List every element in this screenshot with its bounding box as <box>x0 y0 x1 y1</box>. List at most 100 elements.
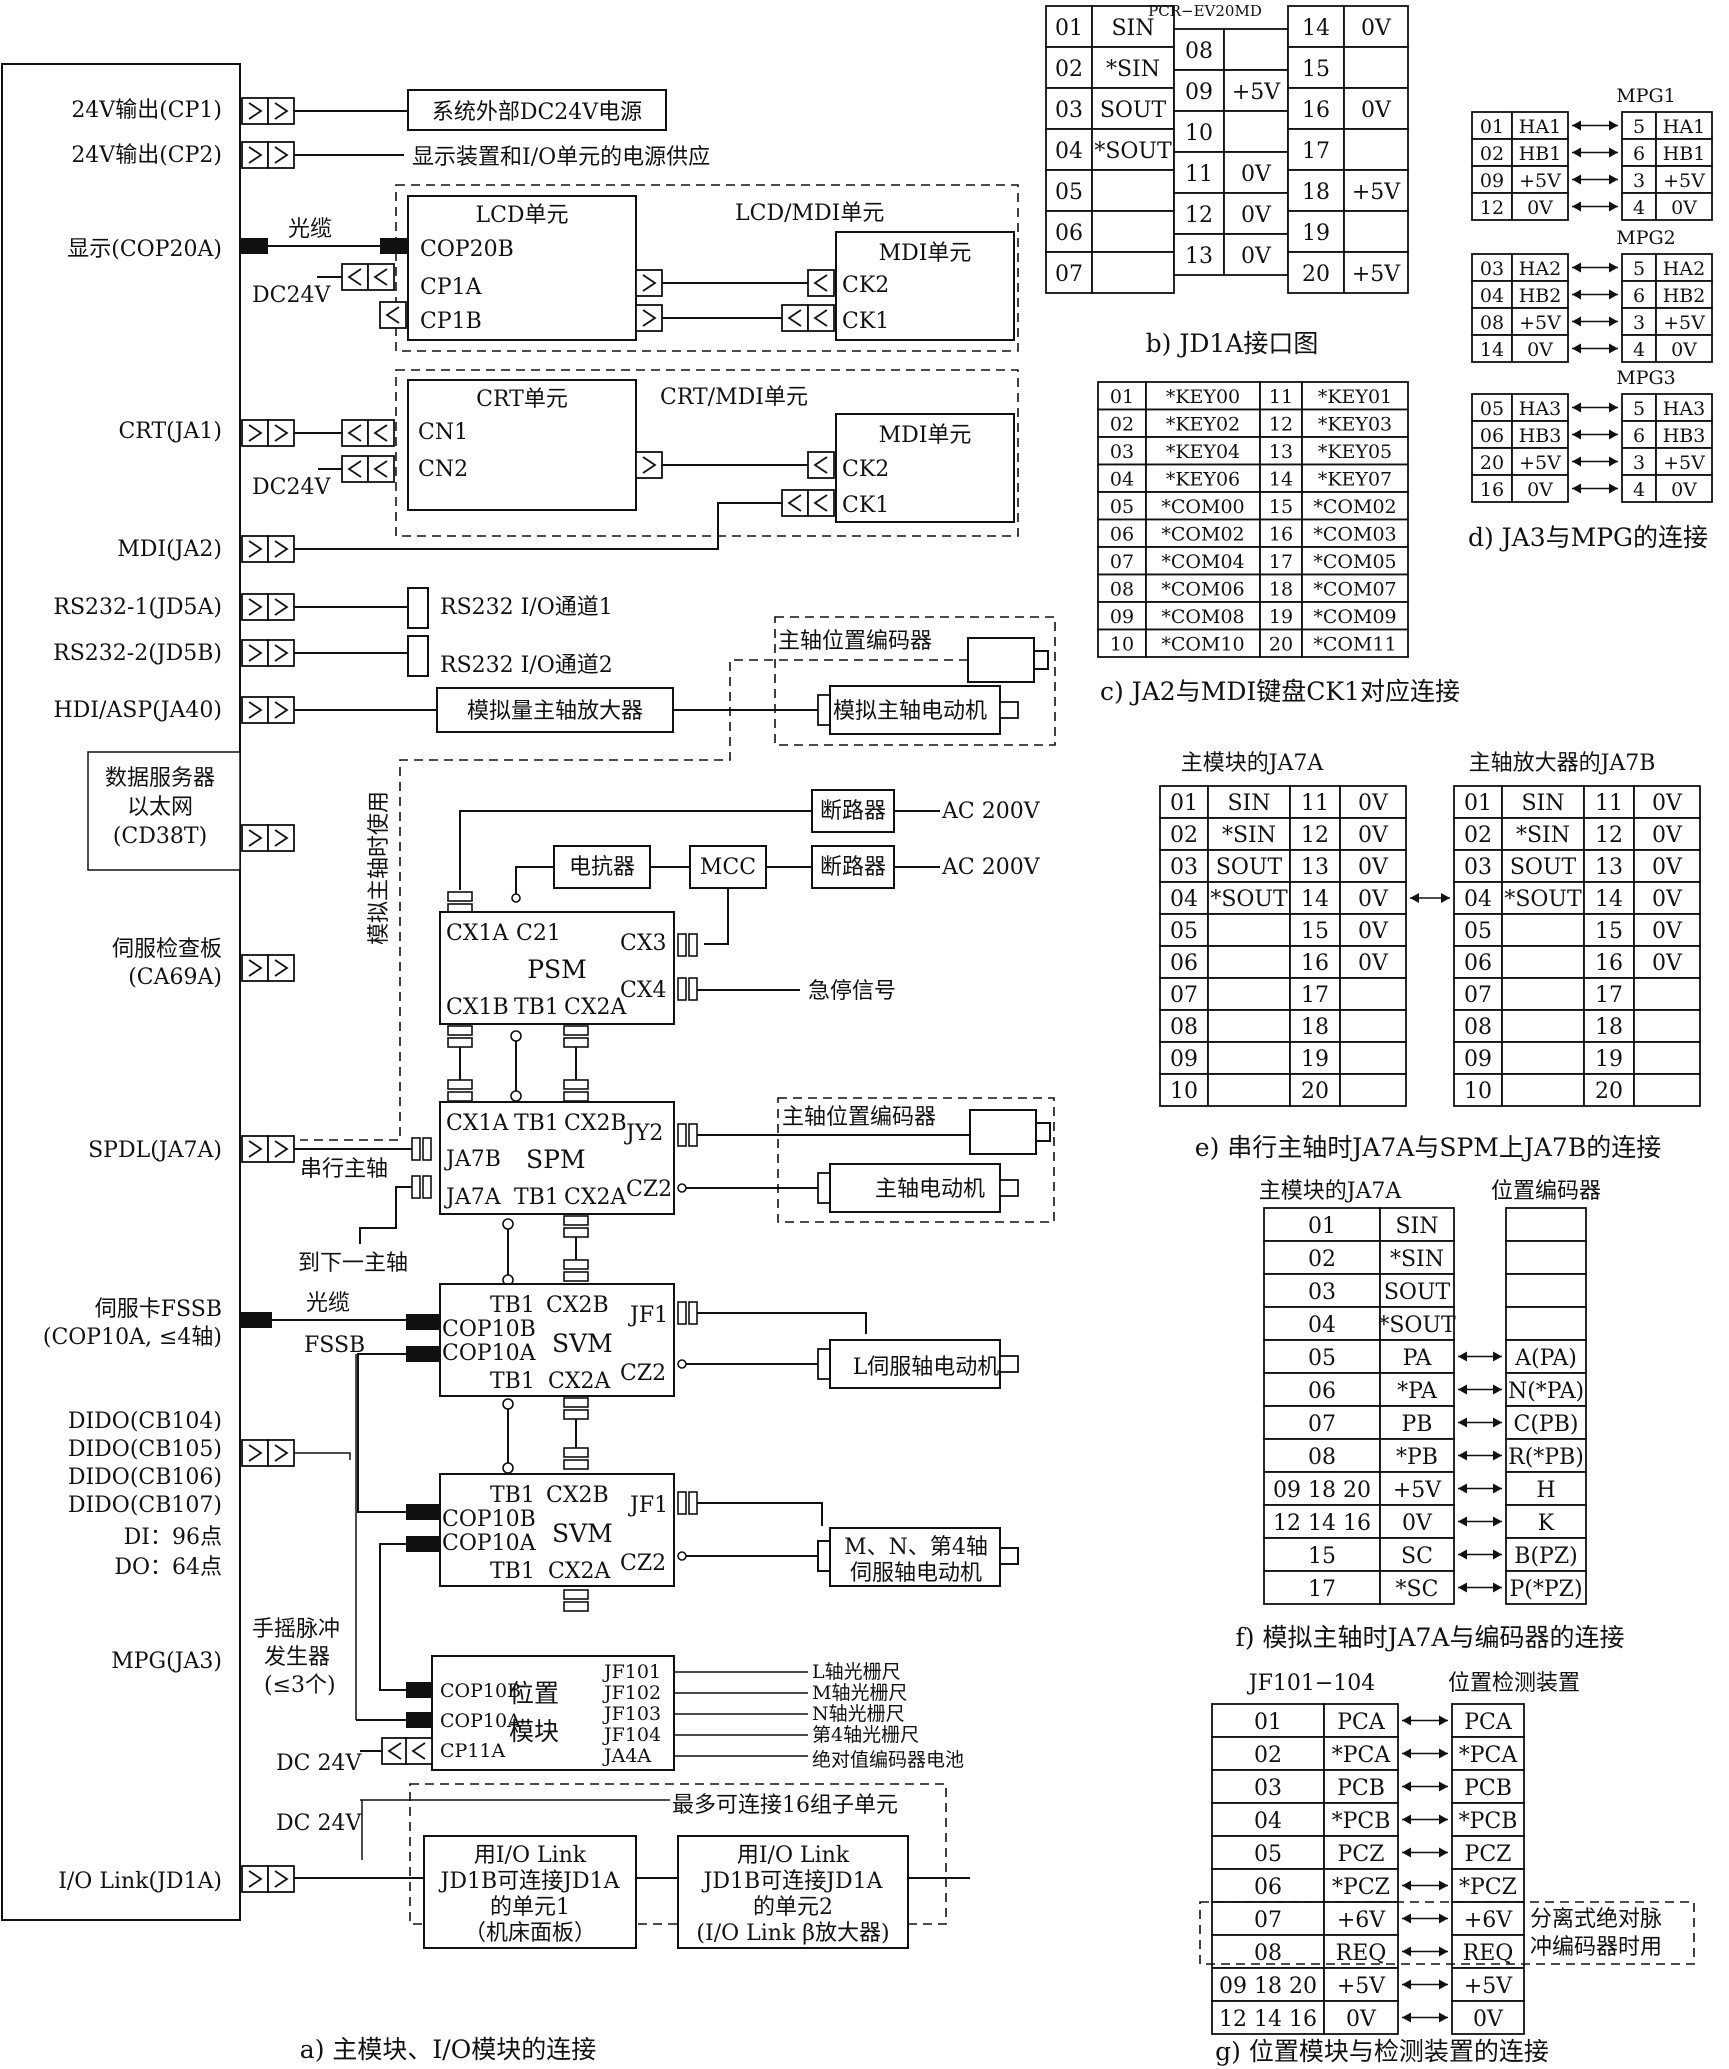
pin-signal: *COM05 <box>1313 551 1396 573</box>
table-cell <box>1621 393 1657 422</box>
pin-number: 02 <box>1464 823 1492 848</box>
table-cell <box>1323 1769 1399 1804</box>
pin-signal: +5V <box>1232 80 1281 105</box>
dc24v-label-1: DC24V <box>252 283 331 308</box>
pin-number: 09 18 20 <box>1273 1478 1371 1503</box>
pin-signal: SOUT <box>1510 855 1577 880</box>
panel-a: 24V输出(CP1) 24V输出(CP2) 显示(COP20A) CRT(JA1… <box>1 63 1056 2064</box>
table-cell <box>1505 1240 1587 1275</box>
pin-signal: HB1 <box>1519 143 1562 165</box>
table-cell <box>1211 2000 1325 2035</box>
arrow-head <box>1402 1847 1411 1858</box>
arrow-head <box>1439 1781 1448 1792</box>
svm1-tb1-label-1: TB1 <box>490 1293 535 1318</box>
pin-number: 10 <box>1170 1079 1198 1104</box>
table-cell <box>1323 2000 1399 2035</box>
table-cell <box>1379 1570 1455 1605</box>
arrow-head <box>1493 1351 1502 1362</box>
pin-signal: +5V <box>1337 1974 1386 1999</box>
mcc-label: MCC <box>700 855 756 880</box>
table-cell <box>1287 5 1345 48</box>
arrow-head <box>1439 1946 1448 1957</box>
breaker-label-2: 断路器 <box>820 855 886 880</box>
pin-number: 10 <box>1185 121 1213 146</box>
table-cell <box>1655 334 1713 363</box>
ck1-label-1: CK1 <box>842 309 889 334</box>
arrow-head <box>1609 402 1618 413</box>
arrow-head <box>1441 893 1450 903</box>
arrow-head <box>1572 343 1581 354</box>
mpg-pin-signal: +5V <box>1663 170 1705 192</box>
table-cell <box>1301 628 1409 658</box>
arrow-head <box>1609 316 1618 327</box>
pin-signal: +5V <box>1519 312 1561 334</box>
display-power-label: 显示装置和I/O单元的电源供应 <box>412 145 710 170</box>
mpg-pin-signal: +5V <box>1663 312 1705 334</box>
psm-cx1b-label: CX1B <box>446 995 509 1020</box>
mpg-pin-signal: HA1 <box>1663 116 1705 138</box>
table-cell <box>1263 1273 1381 1308</box>
ck1-label-2: CK1 <box>842 493 889 518</box>
unit1-label-4: （机床面板） <box>464 1921 596 1946</box>
port-ca69a-2: (CA69A) <box>128 965 222 990</box>
mdi-unit-label-2: MDI单元 <box>879 423 972 448</box>
pin-number: 02 <box>1170 823 1198 848</box>
panel-g-right-title: 位置检测装置 <box>1448 1671 1580 1696</box>
detector-pin: PCA <box>1464 1710 1513 1735</box>
panel-g-caption: g) 位置模块与检测装置的连接 <box>1215 2037 1549 2066</box>
table-cell <box>1339 1041 1407 1075</box>
psm-cx1a-label: CX1A <box>446 921 509 946</box>
table-cell <box>1505 1438 1587 1473</box>
dc24v-label-3: DC 24V <box>276 1751 362 1776</box>
table-cell <box>1287 251 1345 294</box>
pin-number: 15 <box>1301 919 1329 944</box>
fssb-label: FSSB <box>304 1333 365 1358</box>
pin-signal: *COM09 <box>1313 606 1396 628</box>
table-cell <box>1451 1835 1525 1870</box>
ck2-label-2: CK2 <box>842 457 889 482</box>
pin-signal: 0V <box>1527 339 1553 361</box>
arrow-head <box>1572 316 1581 327</box>
pin-number: 18 <box>1301 1015 1329 1040</box>
arrow-head <box>1439 1715 1448 1726</box>
pin-number: 05 <box>1055 180 1083 205</box>
port-cd38t-2: 以太网 <box>127 795 193 820</box>
table-cell <box>1263 1438 1381 1473</box>
port-do: DO：64点 <box>114 1555 222 1580</box>
mn4-servo-label-2: 伺服轴电动机 <box>850 1561 982 1586</box>
table-cell <box>1583 849 1635 883</box>
encoder-pin: R(*PB) <box>1508 1445 1584 1470</box>
arrow-head <box>1458 1549 1467 1560</box>
table-cell <box>1339 817 1407 851</box>
svm2-cx2a-label: CX2A <box>548 1559 611 1584</box>
pin-number: 17 <box>1308 1577 1336 1602</box>
rs232-ch1-label: RS232 I/O通道1 <box>440 595 613 620</box>
pin-signal: 0V <box>1241 162 1272 187</box>
cn2-label: CN2 <box>418 457 468 482</box>
pin-number: 17 <box>1595 983 1623 1008</box>
mpg-pin-number: 4 <box>1633 339 1645 361</box>
pin-number: 04 <box>1055 139 1083 164</box>
table-cell <box>1301 518 1409 548</box>
arrow-head <box>1572 483 1581 494</box>
port-cp2: 24V输出(CP2) <box>71 143 222 168</box>
pin-signal: 0V <box>1358 791 1389 816</box>
pin-signal: HA3 <box>1519 398 1561 420</box>
pin-number: 08 <box>1170 1015 1198 1040</box>
table-cell <box>1259 381 1303 411</box>
port-cd38t-1: 数据服务器 <box>105 766 215 791</box>
panel-c-caption: c) JA2与MDI键盘CK1对应连接 <box>1100 677 1460 706</box>
table-cell <box>1339 977 1407 1011</box>
pin-number: 17 <box>1269 551 1293 573</box>
pin-number: 09 <box>1480 170 1504 192</box>
arrow-head <box>1572 201 1581 212</box>
pin-number: 20 <box>1301 1079 1329 1104</box>
pin-number: 18 <box>1302 180 1330 205</box>
pin-number: 06 <box>1055 221 1083 246</box>
table-cell <box>1339 913 1407 947</box>
pin-number: 16 <box>1595 951 1623 976</box>
breaker-label-1: 断路器 <box>820 799 886 824</box>
panel-a-caption: a) 主模块、I/O模块的连接 <box>300 2035 596 2064</box>
